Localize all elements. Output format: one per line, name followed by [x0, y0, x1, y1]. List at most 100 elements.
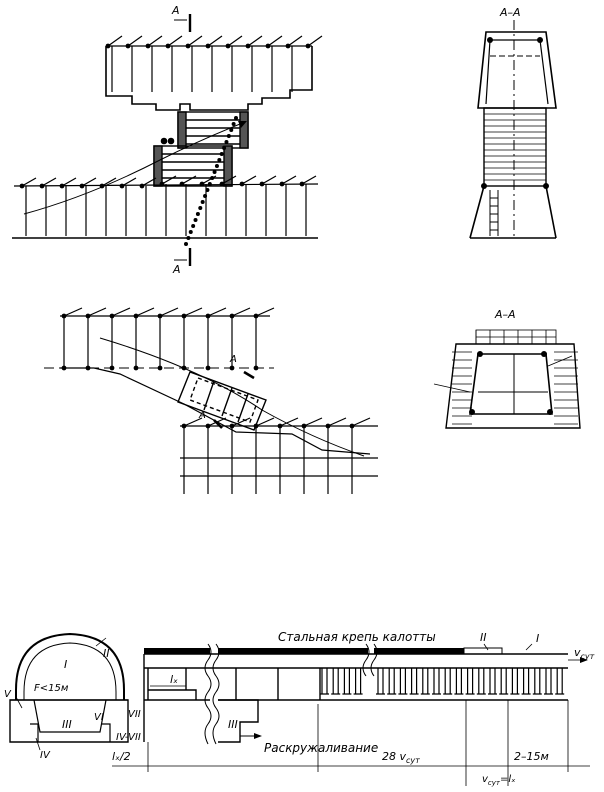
arch-frame [510, 668, 520, 695]
frame-node [191, 224, 196, 228]
frame-rib [307, 35, 323, 47]
section-title-2: A–A [494, 308, 516, 321]
arch-frame [398, 668, 408, 695]
section-a-a-2: A–A [433, 308, 581, 429]
frame-rib [301, 175, 317, 185]
frame-node [119, 183, 125, 189]
arch-frame [521, 668, 531, 695]
frame-node [159, 181, 165, 187]
section-a-a-1: A–A [469, 6, 557, 240]
frame-node [229, 128, 234, 132]
decentering-label: Раскружаливание [264, 741, 378, 755]
frame-rib [221, 175, 237, 185]
frame-rib [247, 35, 263, 47]
fig2-section-mark-bottom: A [198, 410, 206, 421]
frame-rib [41, 177, 57, 187]
lx-label: lₓ [170, 673, 178, 686]
frame-node [207, 182, 212, 186]
stage-I-label-right: I [536, 632, 539, 645]
stage-V-label: V [4, 689, 12, 700]
frame-rib [281, 175, 297, 185]
frame-rib [231, 417, 251, 427]
frame-node [203, 194, 208, 198]
frame-node [234, 116, 238, 120]
frame-node [224, 140, 229, 144]
frame-rib [135, 307, 155, 317]
fig2-section-mark-top: A [229, 354, 237, 365]
frame-rib [227, 35, 243, 47]
frame-node [222, 146, 227, 150]
arch-frame [499, 668, 509, 695]
upper-drift-outline [105, 46, 313, 111]
figure-2-plan: A A [44, 307, 378, 494]
arch-frame [353, 668, 363, 695]
frame-rib [63, 307, 83, 317]
frame-rib [111, 307, 131, 317]
frame-rib [161, 175, 177, 185]
frame-node [184, 242, 188, 246]
stage-III-label-left: III [62, 718, 72, 731]
inclined-chamber [177, 371, 267, 431]
frame-node [179, 181, 185, 187]
frame-node [210, 176, 215, 180]
frame-node [157, 365, 163, 371]
arch-frame [331, 668, 341, 695]
arch-frame [465, 668, 475, 695]
frame-node [188, 230, 193, 234]
arch-frame [532, 668, 542, 695]
stepped-chamber [153, 111, 249, 187]
frame-node [226, 134, 231, 138]
figure-1-plan: A A [12, 4, 323, 276]
frame-node [193, 218, 198, 222]
drift-roof [13, 183, 319, 187]
frame-rib [255, 417, 275, 427]
frame-rib [121, 177, 137, 187]
arch-frame [476, 668, 486, 695]
arch-frame [443, 668, 453, 695]
stage-II-label-right: II [480, 631, 487, 644]
arch-frame [432, 668, 441, 695]
arch-frame [454, 668, 464, 695]
frame-node [217, 158, 222, 162]
section-title-1: A–A [499, 6, 521, 19]
distance-28-label: 28 vсут [382, 750, 420, 765]
frame-node [200, 200, 205, 204]
frame-rib [183, 307, 203, 317]
arch-frame [342, 668, 352, 695]
arch-frame [409, 668, 419, 695]
stage-IV-VII-label: IV-VII [116, 732, 141, 743]
section-mark-top-label: A [171, 4, 180, 17]
frame-rib [159, 307, 179, 317]
inclined-raise-line [184, 116, 238, 246]
frame-rib [127, 35, 143, 47]
frame-rib [207, 307, 227, 317]
stage-I-label-left: I [64, 658, 67, 671]
frame-rib [303, 417, 323, 427]
stage-IV-label: IV [40, 750, 51, 761]
frame-node [219, 181, 225, 187]
steel-support-label: Стальная крепь калотты [278, 630, 436, 644]
frame-node [214, 164, 219, 168]
frame-rib [241, 175, 257, 185]
arch-frame [376, 668, 385, 695]
frame-rib [231, 307, 251, 317]
stage-II-label-left: II [103, 647, 110, 660]
half-lx-label: lₓ/2 [112, 750, 131, 763]
frame-node [139, 183, 145, 189]
frame-node [231, 122, 236, 126]
arch-frame [320, 668, 329, 695]
distance-2-15-label: 2–15м [514, 750, 549, 763]
frame-rib [183, 417, 203, 427]
stage-III-label-right: III [228, 718, 238, 731]
stage-VI-label: VI [94, 712, 104, 723]
frame-rib [167, 35, 183, 47]
drift-axis-curve [23, 121, 246, 215]
frame-node [212, 170, 217, 174]
frame-node [198, 206, 203, 210]
frame-rib [61, 177, 77, 187]
arch-frame [488, 668, 497, 695]
arch-frame [544, 668, 553, 695]
frame-node [205, 365, 211, 371]
